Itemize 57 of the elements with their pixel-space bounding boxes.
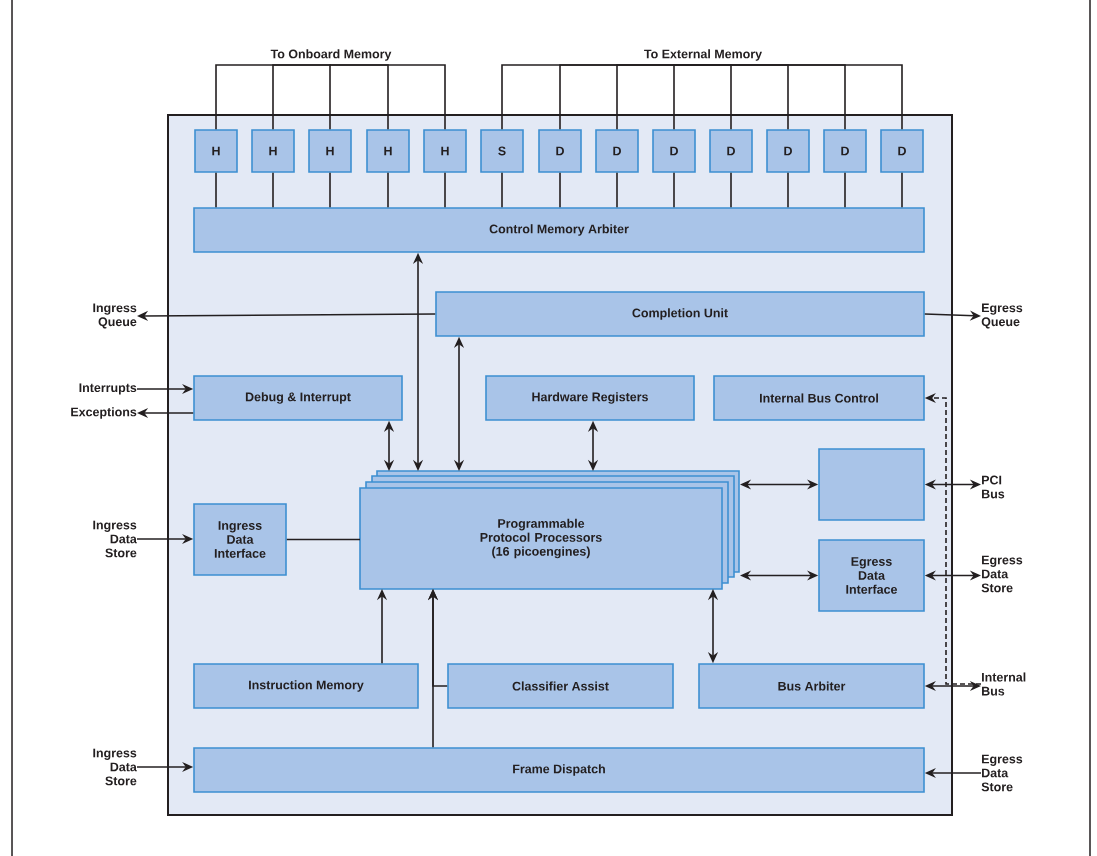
block-box: Frame Dispatch (193, 747, 925, 793)
connector-line (730, 172, 732, 208)
block-box: Control Memory Arbiter (193, 207, 925, 253)
connector-line (272, 64, 332, 130)
signal-label: Internal Bus (982, 672, 1026, 696)
port-box: D (880, 129, 924, 173)
connector-line (501, 172, 503, 208)
port-box: S (480, 129, 524, 173)
connector-line (901, 172, 903, 208)
connector-line (329, 172, 331, 208)
block-box: Bus Arbiter (698, 663, 925, 709)
port-box: H (308, 129, 352, 173)
port-box: D (766, 129, 810, 173)
signal-label: Egress Queue (981, 303, 1023, 329)
port-box: H (366, 129, 410, 173)
connector-line (387, 172, 389, 208)
block-box: Internal Bus Control (713, 375, 925, 421)
connector-line (702, 64, 903, 130)
block-box: Completion Unit (435, 291, 925, 337)
stacked-processor-box: Programmable Protocol Processors (16 picoengines) (359, 470, 740, 590)
block-box: Instruction Memory (193, 663, 419, 709)
bracket-label: To Onboard Memory (270, 49, 392, 61)
port-box: H (194, 129, 238, 173)
connector-line (329, 64, 332, 130)
block-box: Debug & Interrupt (193, 375, 403, 421)
port-box: H (251, 129, 295, 173)
connector-line (444, 172, 446, 208)
connector-line (844, 172, 846, 208)
signal-label: Egress Data Store (981, 754, 1023, 792)
connector-line (673, 172, 675, 208)
connector-line (215, 172, 217, 208)
port-box: H (423, 129, 467, 173)
connector-line (272, 172, 274, 208)
signal-label: Exceptions (71, 407, 137, 419)
connector-line (787, 172, 789, 208)
bracket-label: To External Memory (644, 49, 762, 61)
port-box: D (538, 129, 582, 173)
block-box: Ingress Data Interface (193, 503, 287, 576)
block-box: Classifier Assist (447, 663, 674, 709)
signal-label: Ingress Data Store (93, 748, 137, 786)
signal-label: Ingress Queue (93, 303, 137, 329)
port-box: D (709, 129, 753, 173)
connector-line (673, 64, 704, 130)
connector-line (286, 538, 361, 541)
block-box (818, 448, 925, 521)
port-box: D (595, 129, 639, 173)
signal-label: Egress Data Store (981, 555, 1023, 593)
signal-label: Ingress Data Store (93, 520, 137, 558)
connector-line (616, 172, 618, 208)
port-box: D (823, 129, 867, 173)
block-box: Hardware Registers (485, 375, 695, 421)
block-box: Egress Data Interface (818, 539, 925, 612)
signal-label: PCI Bus (982, 475, 1005, 499)
connector-line (330, 64, 446, 130)
connector-line (559, 172, 561, 208)
port-box: D (652, 129, 696, 173)
signal-label: Interrupts (79, 383, 137, 395)
